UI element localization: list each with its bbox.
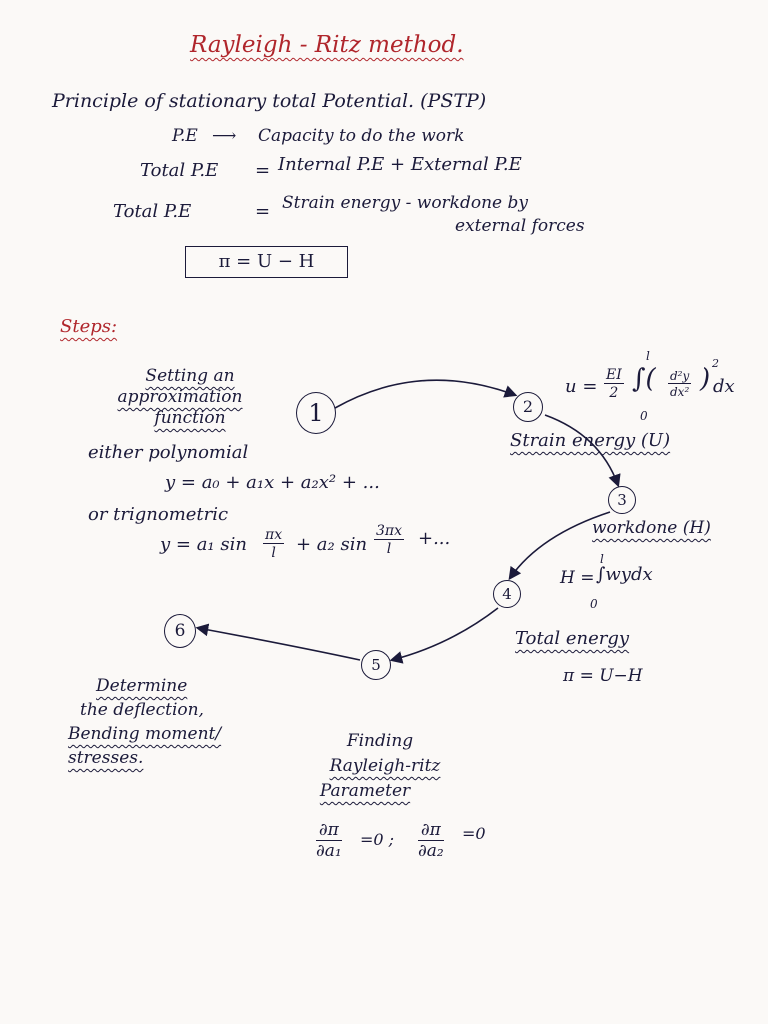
step5-deriv-2-den: ∂a₂	[418, 841, 444, 861]
arrow-3-to-4	[508, 511, 611, 581]
total-pe-2-label: Total P.E	[113, 201, 192, 222]
total-pe-2-definition: Strain energy - workdone by	[282, 193, 528, 213]
step5-heading-line3: Parameter	[319, 781, 411, 801]
step4-formula: π = U−H	[563, 666, 643, 686]
step1-frac-2-num: 3πx	[374, 523, 405, 540]
arrow-2-to-3	[544, 414, 621, 488]
arrow-5-to-6	[195, 623, 361, 661]
step2-square: 2	[712, 357, 719, 370]
step5-deriv-2-num: ∂π	[418, 822, 444, 841]
total-pe-definition: Internal P.E + External P.E	[278, 154, 522, 175]
step2-integrand: ∫(	[632, 364, 656, 394]
total-pe-label: Total P.E	[140, 160, 219, 181]
step3-int-upper: l	[600, 552, 604, 566]
step2-d-num: d²y	[668, 369, 692, 384]
step5-deriv-1: ∂π ∂a₁	[316, 822, 342, 860]
step5-deriv-2: ∂π ∂a₂	[418, 822, 444, 860]
step2-d-frac: d²y dx²	[668, 369, 692, 399]
step-node-5: 5	[361, 650, 391, 680]
step5-deriv-1-num: ∂π	[316, 822, 342, 841]
step5-eq0-b: =0	[462, 824, 486, 843]
step2-dx: dx	[713, 376, 735, 397]
step2-u-eq: u =	[565, 376, 598, 397]
step2-close: )	[700, 364, 711, 394]
step4-label: Total energy	[515, 628, 630, 649]
pe-label: P.E	[172, 126, 198, 146]
step2-int-lower: 0	[640, 409, 648, 423]
step5-eq0-a: =0 ;	[360, 830, 395, 849]
step1-frac-1-den: l	[271, 545, 276, 561]
step-node-6: 6	[164, 614, 196, 648]
step1-or: or trignometric	[88, 504, 229, 525]
step5-heading-line1: Finding	[346, 731, 414, 751]
total-pe-2-equals: =	[255, 201, 271, 222]
step3-integrand: ∫wydx	[596, 564, 653, 585]
step1-polynomial: y = a₀ + a₁x + a₂x² + ...	[165, 472, 380, 493]
step6-line1: Determine	[96, 676, 188, 696]
step1-frac-1-num: πx	[263, 527, 285, 544]
step2-ei-frac: EI 2	[604, 368, 624, 400]
page-title: Rayleigh - Ritz method.	[190, 32, 464, 58]
step1-frac-2-den: l	[386, 541, 392, 557]
step5-heading-line2: Rayleigh-ritz	[329, 756, 441, 776]
step1-trig-plus: + a₂ sin	[296, 534, 368, 555]
pe-definition: Capacity to do the work	[258, 126, 465, 146]
step1-trig-dots: +...	[418, 528, 451, 549]
total-pe-2-definition-cont: external forces	[455, 216, 585, 236]
step5-deriv-1-den: ∂a₁	[316, 841, 342, 861]
step2-d-den: dx²	[670, 385, 690, 399]
principle-heading: Principle of stationary total Potential.…	[52, 90, 487, 112]
boxed-formula: π = U − H	[185, 246, 348, 278]
pe-arrow: ⟶	[212, 126, 237, 146]
arrow-1-to-2	[334, 379, 518, 409]
step2-ei-num: EI	[604, 367, 624, 384]
step-node-1: 1	[296, 392, 336, 434]
step6-line2: the deflection,	[80, 700, 204, 720]
step1-heading-line3: function	[154, 408, 226, 428]
steps-label: Steps:	[60, 316, 118, 337]
arrow-4-to-5	[389, 607, 499, 664]
step6-line3: Bending moment/	[68, 724, 222, 744]
step1-either: either polynomial	[88, 442, 249, 463]
step1-heading-line2: approximation	[117, 387, 243, 407]
step3-label: workdone (H)	[592, 518, 711, 538]
total-pe-equals: =	[255, 160, 271, 181]
step2-ei-den: 2	[609, 385, 619, 401]
step-node-4: 4	[493, 580, 521, 608]
step6-line4: stresses.	[68, 748, 144, 768]
step1-frac-2: 3πx l	[374, 523, 405, 557]
step2-label: Strain energy (U)	[510, 430, 671, 451]
step3-int-lower: 0	[590, 597, 598, 611]
step1-trig-y: y = a₁ sin	[160, 534, 247, 555]
step3-h-eq: H =	[560, 568, 595, 588]
step1-frac-1: πx l	[263, 527, 285, 561]
step-node-2: 2	[513, 392, 543, 422]
step1-heading-line1: Setting an	[145, 366, 235, 386]
step-node-3: 3	[608, 486, 636, 514]
step2-int-upper: l	[646, 349, 650, 363]
